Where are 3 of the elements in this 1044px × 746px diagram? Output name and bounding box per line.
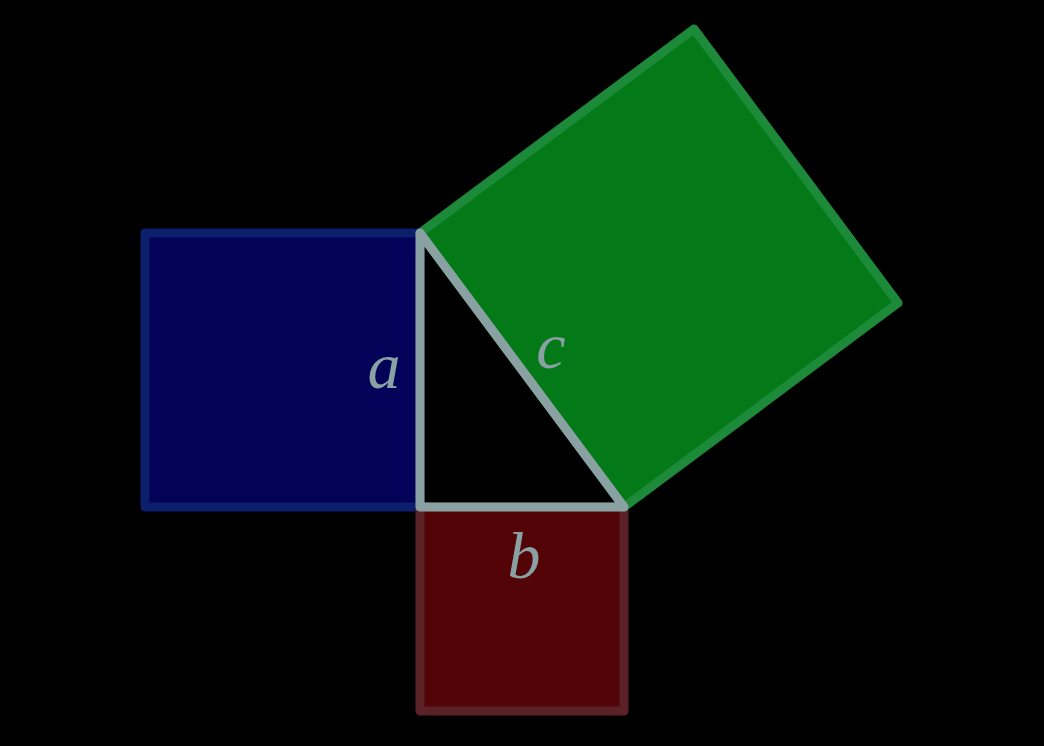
side-label: a: [367, 333, 401, 399]
side-label: c: [536, 313, 566, 379]
side-label: b: [507, 523, 541, 589]
